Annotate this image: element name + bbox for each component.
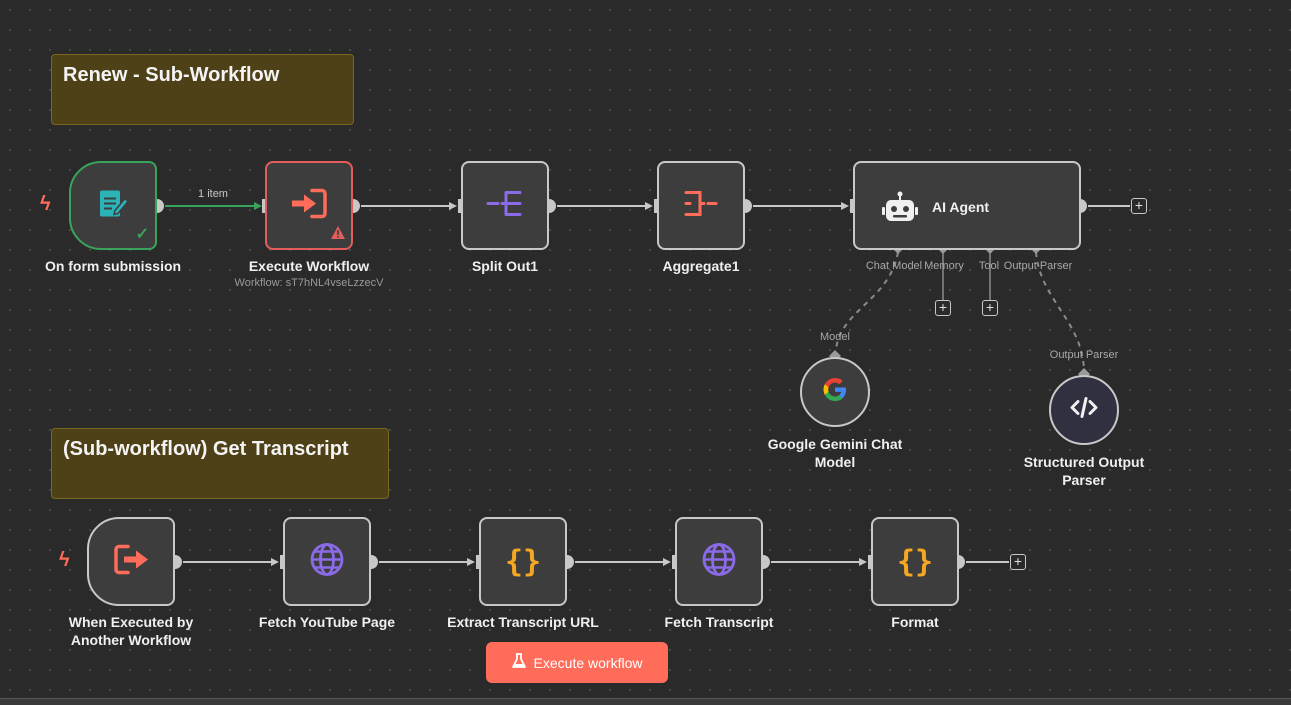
port-label-tool: Tool	[978, 260, 1000, 272]
node-label: Split Out1	[471, 258, 539, 274]
node-split-out[interactable]	[461, 161, 549, 250]
node-label: AI Agent	[932, 199, 990, 215]
port-label-memory: Memory	[924, 260, 964, 272]
sticky-note-renew[interactable]: Renew - Sub-Workflow	[51, 54, 354, 125]
sticky-title: Renew - Sub-Workflow	[63, 64, 280, 86]
node-label: Execute Workflow	[248, 258, 370, 274]
node-label: Aggregate1	[662, 258, 740, 274]
node-on-form-submission[interactable]: ✓	[69, 161, 157, 250]
connection-arrowhead	[449, 202, 457, 210]
port-label-chat-model: Chat Model	[865, 260, 923, 272]
braces-icon: {}	[896, 544, 934, 579]
node-subtitle: Workflow: sT7hNL4vseLzzecV	[234, 277, 384, 289]
add-node-plus-icon[interactable]: +	[1010, 554, 1026, 570]
connection-arrowhead	[254, 202, 262, 210]
input-handle[interactable]	[654, 199, 659, 213]
connection-arrowhead	[645, 202, 653, 210]
input-handle[interactable]	[868, 555, 873, 569]
add-tool-plus-icon[interactable]: +	[982, 300, 998, 316]
globe-icon	[701, 541, 737, 582]
sticky-note-transcript[interactable]: (Sub-workflow) Get Transcript	[51, 428, 389, 499]
connection-arrowhead	[841, 202, 849, 210]
trigger-bolt-icon: ϟ	[40, 193, 51, 215]
node-aggregate[interactable]	[657, 161, 745, 250]
flask-icon	[511, 653, 526, 672]
node-label: When Executed by Another Workflow	[68, 614, 194, 648]
success-check-icon: ✓	[135, 226, 149, 243]
trigger-bolt-icon: ϟ	[59, 549, 70, 571]
bottom-panel-edge	[0, 698, 1291, 705]
node-fetch-transcript[interactable]	[675, 517, 763, 606]
split-icon	[486, 188, 524, 223]
input-handle[interactable]	[850, 199, 855, 213]
node-label: Format	[891, 614, 939, 630]
port-label-output-parser: Output Parser	[1003, 260, 1073, 272]
connection-parser-dashed	[1035, 251, 1085, 371]
input-handle[interactable]	[262, 199, 267, 213]
node-format[interactable]: {}	[871, 517, 959, 606]
node-ai-agent[interactable]: AI Agent	[853, 161, 1081, 250]
connection-item-count: 1 item	[198, 188, 228, 200]
execute-workflow-button[interactable]: Execute workflow	[486, 642, 668, 683]
code-icon	[1070, 397, 1098, 424]
input-handle[interactable]	[672, 555, 677, 569]
sticky-title: (Sub-workflow) Get Transcript	[63, 438, 349, 460]
form-icon	[96, 186, 130, 225]
connection-arrowhead	[859, 558, 867, 566]
globe-icon	[309, 541, 345, 582]
node-label: Google Gemini Chat Model	[767, 436, 903, 470]
node-when-executed[interactable]	[87, 517, 175, 606]
node-google-gemini[interactable]	[800, 357, 870, 427]
aggregate-icon	[682, 188, 720, 223]
sign-in-icon	[290, 186, 328, 225]
node-structured-output-parser[interactable]	[1049, 375, 1119, 445]
node-fetch-youtube[interactable]	[283, 517, 371, 606]
input-handle[interactable]	[476, 555, 481, 569]
node-extract-transcript-url[interactable]: {}	[479, 517, 567, 606]
node-label: On form submission	[44, 258, 182, 274]
sign-out-icon	[112, 542, 150, 581]
node-label: Structured Output Parser	[1023, 454, 1145, 488]
input-handle[interactable]	[458, 199, 463, 213]
input-handle[interactable]	[280, 555, 285, 569]
port-label-output-parser-in: Output Parser	[1049, 349, 1119, 361]
robot-icon	[881, 191, 919, 228]
connection-arrowhead	[467, 558, 475, 566]
connection-arrowhead	[663, 558, 671, 566]
node-execute-workflow[interactable]	[265, 161, 353, 250]
google-icon	[822, 377, 848, 408]
braces-icon: {}	[504, 544, 542, 579]
execute-workflow-label: Execute workflow	[533, 654, 643, 671]
add-memory-plus-icon[interactable]: +	[935, 300, 951, 316]
connection-model-dashed	[835, 251, 899, 351]
node-label: Extract Transcript URL	[447, 614, 599, 630]
port-label-model: Model	[820, 331, 850, 343]
node-label: Fetch Transcript	[664, 614, 774, 630]
node-label: Fetch YouTube Page	[258, 614, 396, 630]
add-node-plus-icon[interactable]: +	[1131, 198, 1147, 214]
warning-icon	[330, 225, 346, 245]
connection-arrowhead	[271, 558, 279, 566]
